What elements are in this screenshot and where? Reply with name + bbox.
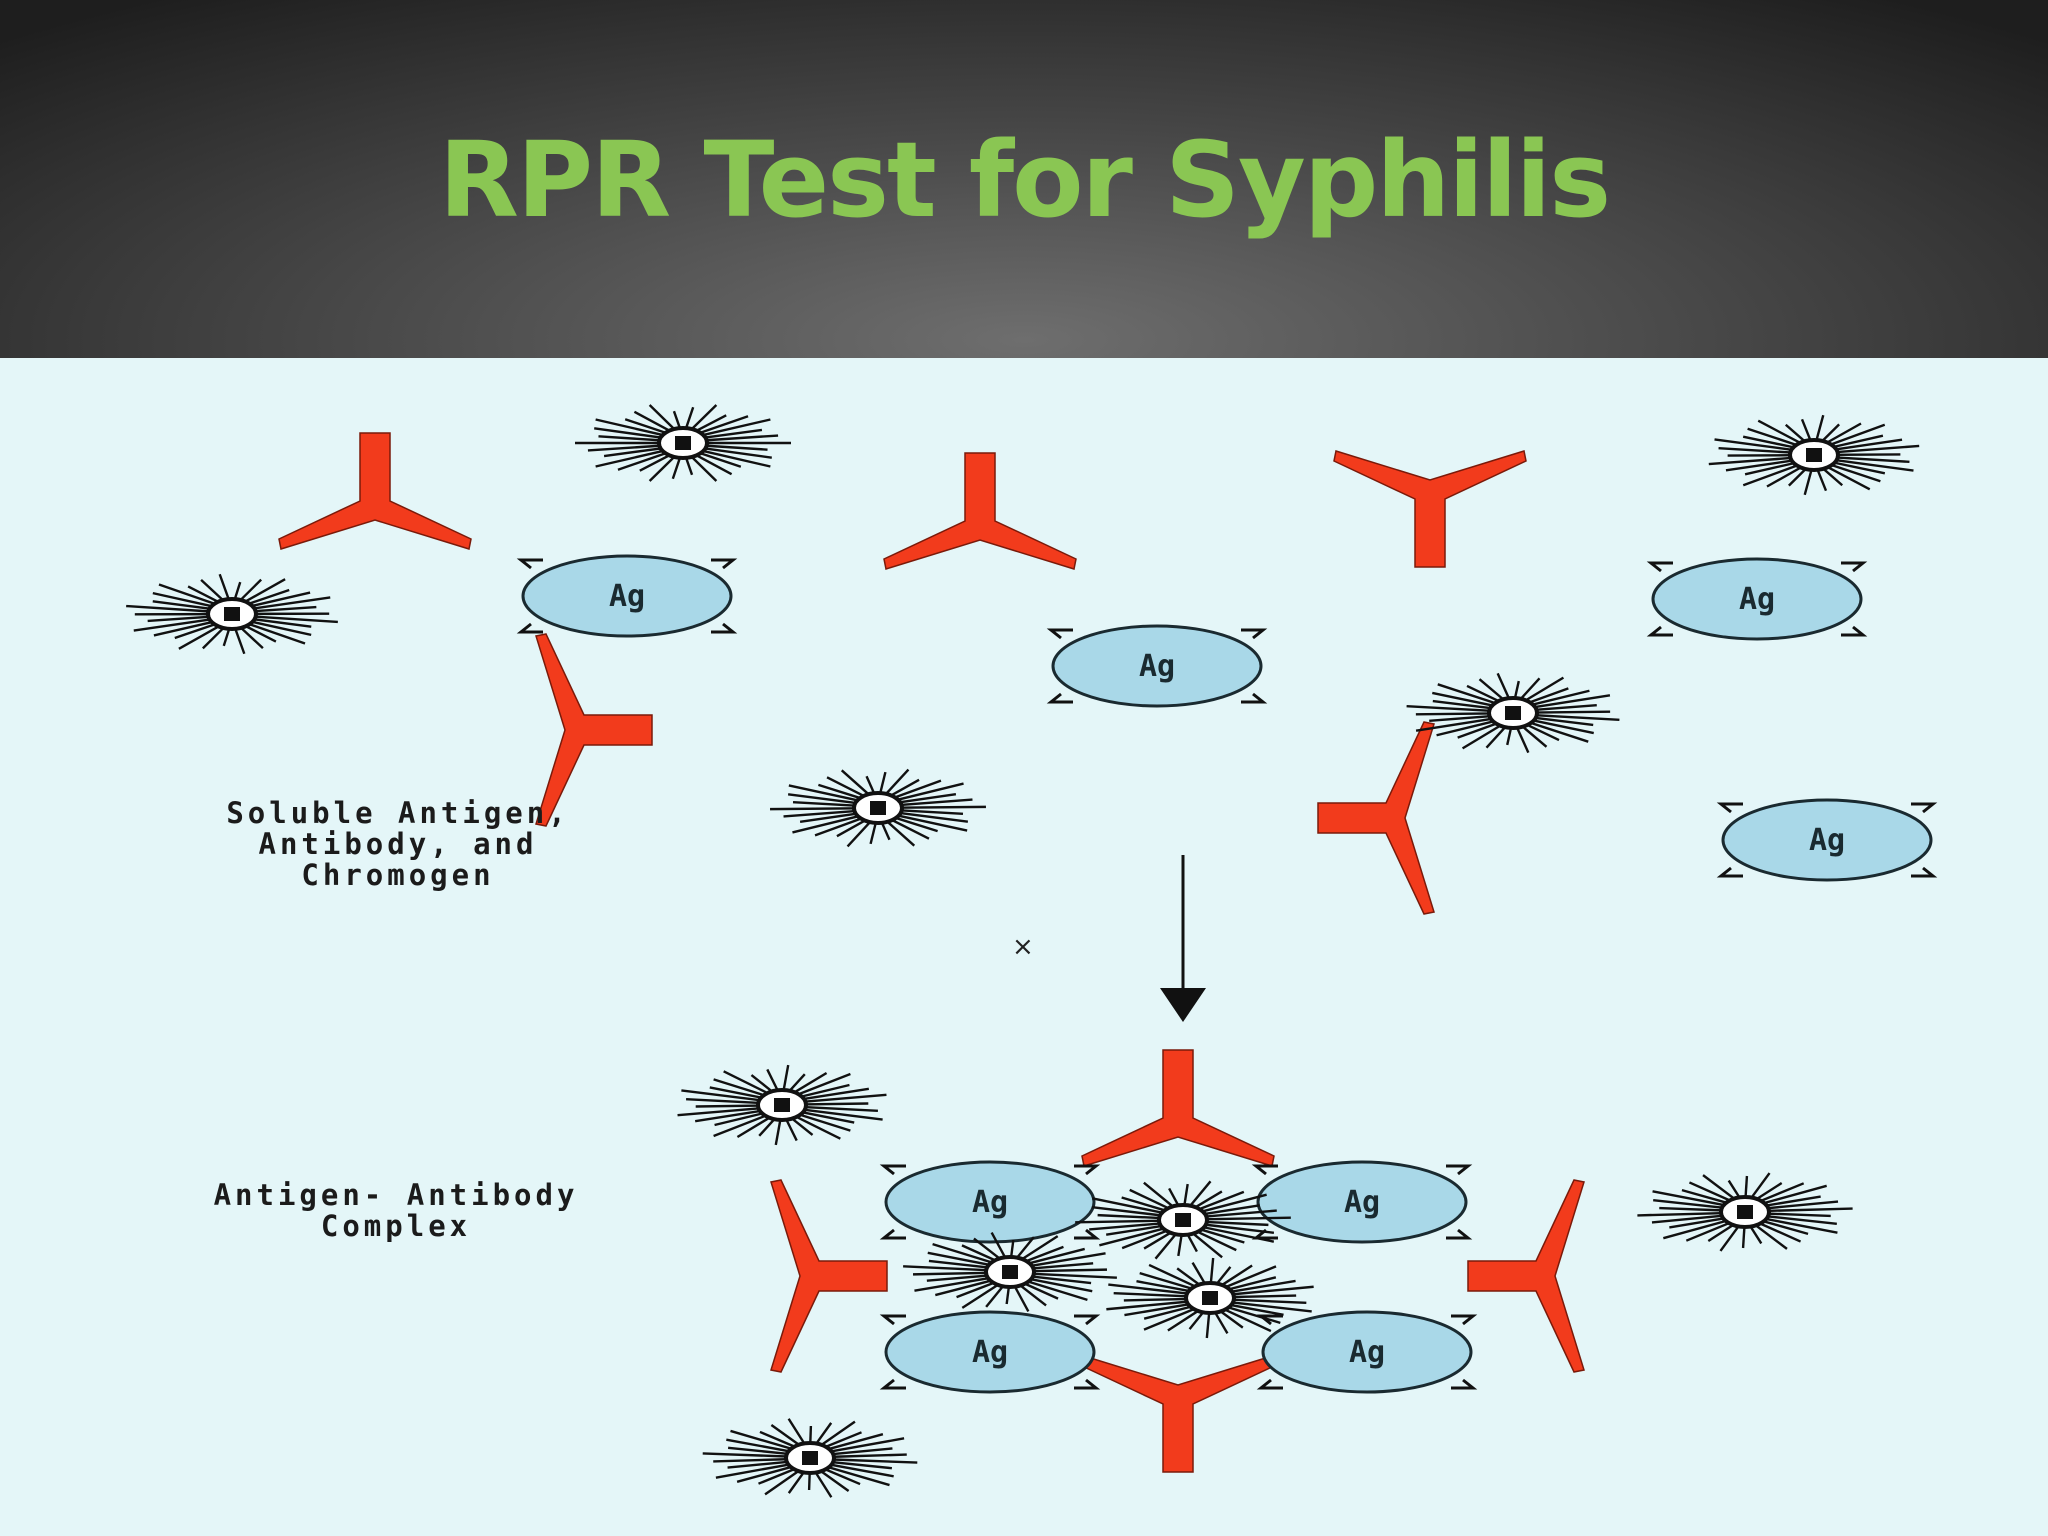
chromogen-icon [677, 1064, 887, 1146]
chromogen-icon [1406, 672, 1620, 754]
antibody-icon [1081, 1355, 1275, 1473]
antibody-icon [1467, 1179, 1585, 1373]
antigen-icon: Ag [879, 1160, 1101, 1244]
antigen-icon: Ag [1251, 1160, 1473, 1244]
antigen-label: Ag [1809, 823, 1845, 858]
antigen-icon: Ag [516, 554, 738, 638]
antibody-icon [1081, 1049, 1275, 1167]
antigen-label: Ag [1739, 582, 1775, 617]
chromogen-icon [1708, 414, 1920, 496]
chromogen-icon [126, 573, 338, 655]
antigen-icon: Ag [1716, 798, 1938, 882]
antibody-icon [770, 1179, 888, 1373]
antigen-label: Ag [1349, 1335, 1385, 1370]
chromogen-icon [1106, 1257, 1314, 1339]
antigen-icon: Ag [1256, 1310, 1478, 1394]
antigen-label: Ag [972, 1335, 1008, 1370]
chromogen-icon [575, 404, 791, 482]
antigen-label: Ag [972, 1185, 1008, 1220]
antigen-icon: Ag [1646, 557, 1868, 641]
antibody-icon [535, 633, 653, 827]
antibody-icon [1333, 450, 1527, 568]
antibody-icon [883, 452, 1077, 570]
stray-mark: × [1012, 932, 1034, 962]
antibody-icon [1317, 721, 1435, 915]
chromogen-icon [1637, 1172, 1853, 1252]
chromogen-icon [702, 1418, 918, 1498]
slide-title: RPR Test for Syphilis [438, 119, 1611, 241]
slide-header [0, 0, 2048, 358]
chromogen-icon [1075, 1180, 1291, 1260]
chromogen-icon [903, 1232, 1117, 1312]
chromogen-icon [770, 768, 986, 848]
reaction-arrow [1160, 855, 1206, 1022]
antibody-icon [278, 432, 472, 550]
antigen-label: Ag [1139, 649, 1175, 684]
antigen-icon: Ag [879, 1310, 1101, 1394]
antigen-icon: Ag [1046, 624, 1268, 708]
antigen-label: Ag [1344, 1185, 1380, 1220]
antigen-label: Ag [609, 579, 645, 614]
